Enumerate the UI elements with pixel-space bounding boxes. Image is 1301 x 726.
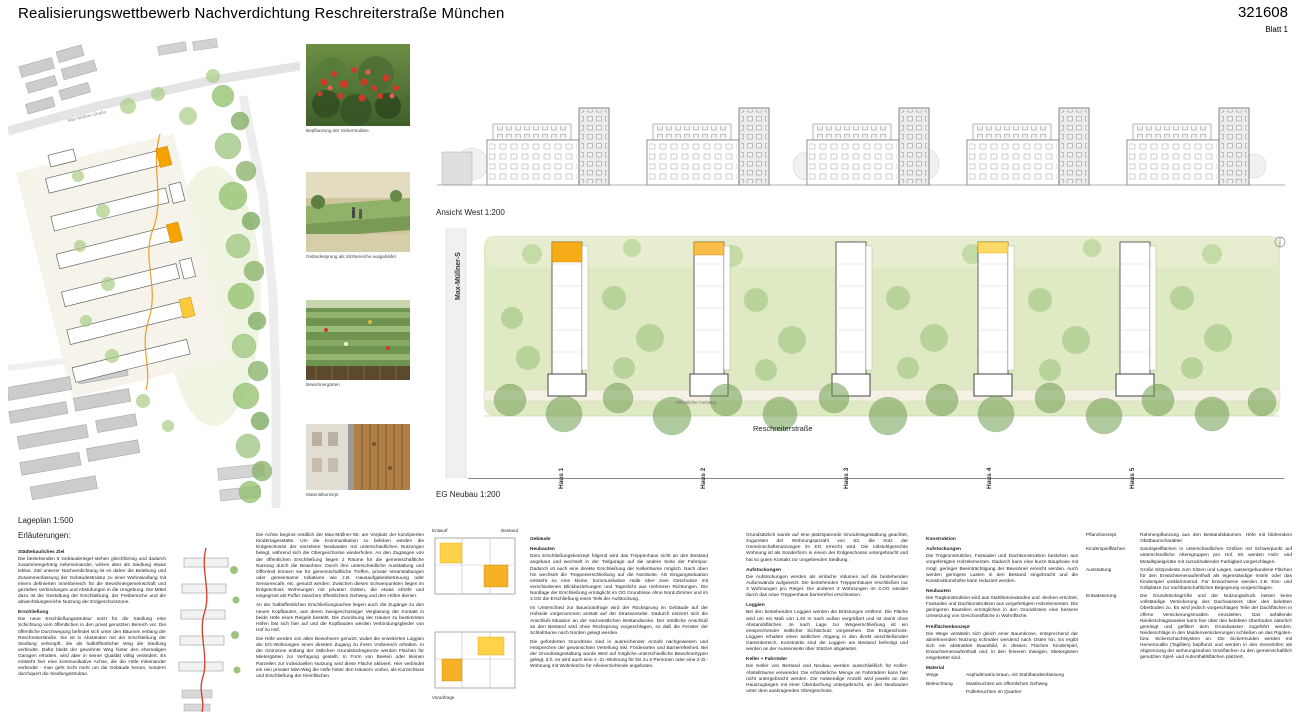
note-key-value: Beleuchtung Mastleuchten am öffentlichen …	[926, 682, 1078, 688]
note-heading: Erschließung	[18, 610, 49, 616]
note-paragraph: Grundsätzlich wurde auf eine platzsparen…	[746, 533, 908, 563]
siteplan-caption: Lageplan 1:500	[18, 516, 74, 525]
note-heading: Aufstockungen	[746, 567, 781, 573]
note-key-value: Entwässerung Die Grundstücksgröße und der…	[1086, 594, 1292, 661]
photo-caption-gelaendesprung: Geländesprung als Sitzbereiche ausgebild…	[306, 254, 396, 259]
floorplan-sketch-voranfrage	[434, 631, 516, 689]
note-paragraph: Dem Erschließungskonzept folgend wird da…	[530, 554, 708, 603]
note-key: Wege	[926, 673, 939, 679]
notes-heading: Erläuterungen:	[18, 531, 71, 540]
photo-sickermulden	[306, 44, 410, 126]
note-key-value: Pollerleuchten im Quartier	[926, 690, 1078, 696]
note-key: Ausstattung	[1086, 567, 1112, 573]
note-paragraph: Im Unterschied zur Bauvoranfrage wird de…	[530, 606, 708, 636]
photo-sickermulden-image	[306, 44, 410, 126]
photo-gelaendesprung-image	[306, 172, 410, 252]
note-paragraph: Die neue Erschließungsstruktur setzt für…	[18, 617, 166, 678]
diagram-label-bestand: Bestand	[501, 528, 518, 533]
note-heading: Gebäude	[530, 537, 551, 542]
notes-column-grundrisse: Grundsätzlich wurde auf eine platzsparen…	[746, 533, 908, 698]
elevation-drawing	[437, 107, 1285, 186]
photo-caption-sickermulden: Bepflanzung der Sickermulden	[306, 128, 369, 133]
note-heading: Neubauten	[530, 547, 555, 553]
note-heading: Loggien	[746, 603, 765, 609]
concept-sketch-erschliessung	[178, 547, 241, 713]
diagram-label-voranfrage: Voranfrage	[432, 695, 455, 700]
note-key: Entwässerung	[1086, 594, 1117, 600]
house-label-5: Haus 5	[1129, 467, 1136, 489]
note-paragraph: Die Tragkonstruktion, Fassaden und Dachk…	[926, 554, 1078, 584]
street-label-bottom: Reschreiterstraße	[753, 424, 813, 433]
notes-column-achse: Die Achse beginnt nördlich der Max-Mülln…	[256, 533, 424, 683]
photo-materialkonzept	[306, 424, 410, 490]
sheet-number: Blatt 1	[1265, 25, 1288, 34]
note-paragraph: Bei den bestehenden Loggien werden die B…	[746, 610, 908, 653]
note-heading: Städtebauliches Ziel	[18, 550, 65, 555]
floorplan-caption: EG Neubau 1:200	[436, 490, 501, 499]
note-paragraph: Die Aufstockungen werden als einfache Vo…	[746, 574, 908, 599]
floorplan-sketch-entwurf	[434, 537, 516, 595]
photo-bewohnergaerten-image	[306, 300, 410, 380]
note-paragraph: Die Wege verästeln sich gleich einer Bau…	[926, 631, 1078, 662]
page-title: Realisierungswettbewerb Nachverdichtung …	[18, 5, 505, 22]
photo-gelaendesprung	[306, 172, 410, 252]
note-heading: Keller + Fahrräder	[746, 657, 788, 663]
note-value: Sandspielflächen in unterschiedlichen Gr…	[1140, 547, 1292, 565]
note-paragraph: Die Höfe werden von allen Bewohnern genu…	[256, 637, 424, 679]
floorplan-drawing	[445, 228, 1286, 479]
site-plan-drawing: Max-Müllner-Straße	[8, 38, 300, 508]
note-paragraph: Die geforderten Grundrisse sind in ausre…	[530, 639, 708, 670]
note-heading: Freiflächenkonzept	[926, 624, 970, 630]
note-heading: Neubauten	[926, 588, 951, 594]
note-key: Beleuchtung	[926, 681, 953, 687]
note-paragraph: Die bestehenden 5 Gebäuderiegel stehen g…	[18, 557, 166, 605]
note-paragraph: Die Tragkonstruktion wird aus Stahlbeton…	[926, 596, 1078, 620]
note-paragraph: An der halböffentlichen Erschließungsach…	[256, 603, 424, 633]
house-label-1: Haus 1	[558, 467, 565, 489]
competition-number: 321608	[1237, 4, 1288, 21]
photo-materialkonzept-image	[306, 424, 410, 490]
note-value: Mastleuchten am öffentlichen Gehweg	[966, 681, 1048, 687]
concept-sketches: Entwurf Bestand Voranfrage	[432, 528, 524, 700]
note-heading: Aufstockungen	[926, 547, 961, 553]
note-value: Asphaltmatrix braun, mit Stahlbandeinfas…	[966, 673, 1064, 679]
note-key-value: Ausstattung Große Sitzpodeste zum Sitzen …	[1086, 568, 1292, 593]
note-key: Pflanzkonzept	[1086, 533, 1117, 538]
note-value: Große Sitzpodeste zum Sitzen und Liegen,…	[1140, 567, 1292, 591]
note-value: Die Grundstücksgröße und der Nutzungsdru…	[1140, 594, 1292, 661]
note-heading: Material	[926, 666, 945, 672]
notes-column-freiflaechen: Pflanzkonzept Rahmenpflanzung aus den Bes…	[1086, 533, 1292, 664]
photo-bewohnergaerten	[306, 300, 410, 380]
note-paragraph: Die Achse beginnt nördlich der Max-Mülln…	[256, 533, 424, 600]
elevation-caption: Ansicht West 1:200	[436, 208, 505, 217]
north-arrow-icon	[1274, 236, 1286, 248]
note-key-value: Kinderspielflächen Sandspielflächen in un…	[1086, 547, 1292, 565]
house-label-4: Haus 4	[986, 467, 993, 489]
photo-caption-bewohnergaerten: Bewohnergärten	[306, 382, 340, 387]
note-key	[926, 690, 966, 696]
street-label-vertical: Max-Müllner-S	[455, 252, 462, 300]
house-label-3: Haus 3	[843, 467, 850, 489]
note-value: Pollerleuchten im Quartier	[966, 689, 1022, 695]
note-heading: Konstruktion	[926, 537, 956, 542]
diagram-label-entwurf: Entwurf	[432, 528, 448, 533]
path-label: öffentlicher Gehweg	[676, 400, 717, 405]
note-paragraph: Die Keller von Bestand und Neubau werden…	[746, 664, 908, 694]
note-key-value: Pflanzkonzept Rahmenpflanzung aus den Bes…	[1086, 533, 1292, 545]
note-value: Rahmenpflanzung aus den Bestandsbäumen, …	[1140, 533, 1292, 545]
note-key-value: Wege Asphaltmatrix braun, mit Stahlbandei…	[926, 673, 1078, 679]
photo-caption-materialkonzept: Materialkonzept	[306, 492, 339, 497]
house-label-2: Haus 2	[700, 467, 707, 489]
note-key: Kinderspielflächen	[1086, 547, 1126, 553]
